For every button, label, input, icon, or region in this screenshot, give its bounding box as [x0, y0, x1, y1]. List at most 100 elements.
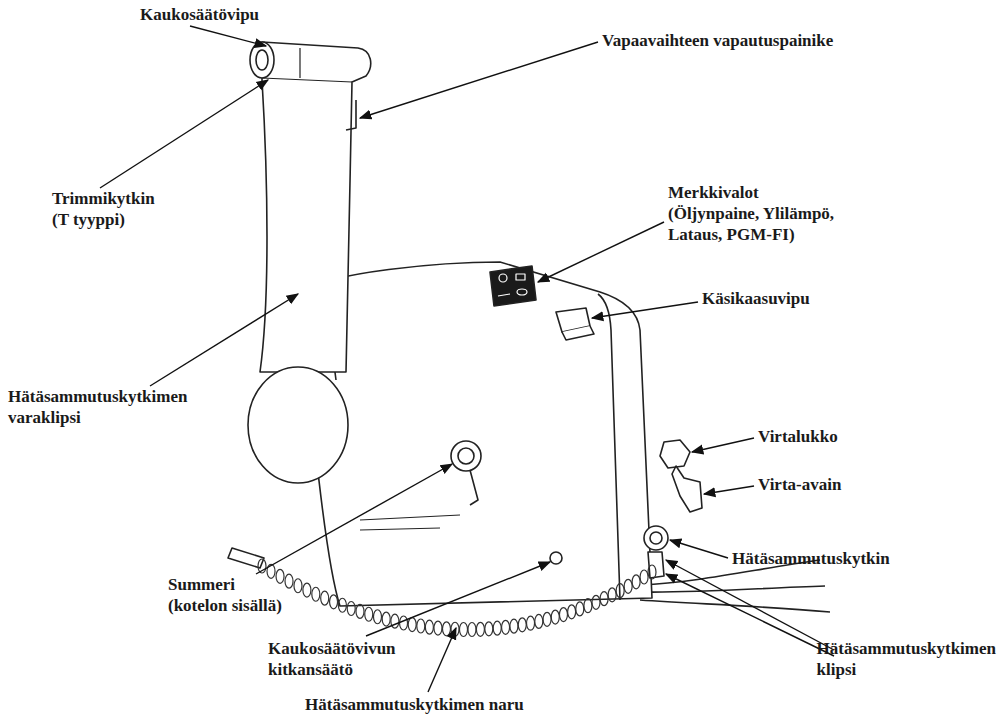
part-label: Vapaavaihteen vapautuspainike — [602, 30, 833, 51]
leader-line — [150, 294, 298, 386]
cord-coil — [408, 618, 416, 632]
cord-coil — [468, 623, 476, 637]
cord-coil — [425, 620, 433, 634]
cord-coil — [312, 587, 320, 601]
cord-coil — [592, 595, 600, 609]
cord-coil — [338, 598, 346, 612]
cord-coil — [382, 612, 390, 626]
label-line: Kaukosäätövipu — [140, 4, 259, 25]
cord-coil — [624, 579, 632, 593]
cord-coil — [434, 621, 442, 635]
main-switch — [660, 440, 690, 468]
fast-idle-lever — [562, 326, 594, 340]
cord-coil — [321, 591, 329, 605]
housing-detail — [360, 515, 460, 530]
leader-line — [428, 628, 456, 692]
stop-clip — [648, 552, 664, 578]
lever — [260, 42, 371, 372]
cord-coil — [303, 583, 311, 597]
cord-coil — [600, 592, 608, 606]
label-line: (Öljynpaine, Ylilämpö, — [668, 203, 834, 224]
leader-line — [360, 42, 598, 118]
label-line: Kaukosäätövivun — [268, 638, 396, 659]
friction-adjuster — [550, 552, 562, 564]
label-line: varaklipsi — [8, 407, 187, 428]
label-line: Hätäsammutuskytkimen naru — [305, 694, 524, 715]
cord-coil — [460, 623, 468, 637]
cord-coil — [640, 570, 648, 584]
cord-coil — [365, 607, 373, 621]
buzzer — [458, 448, 474, 464]
label-line: Hätäsammutuskytkimen — [817, 638, 996, 659]
cord-coil — [518, 618, 526, 632]
cord-coil — [493, 621, 501, 635]
part-label: Summeri (kotelon sisällä) — [168, 574, 282, 616]
leader-line — [666, 574, 834, 656]
part-label: Virta-avain — [758, 474, 841, 495]
leader-line — [366, 562, 550, 636]
cord-coil — [632, 575, 640, 589]
leader-line — [190, 26, 266, 46]
trim-switch — [250, 42, 274, 78]
buzzer-detail — [470, 470, 478, 505]
part-label: Merkkivalot (Öljynpaine, Ylilämpö, Latau… — [668, 182, 834, 245]
cord-coil — [535, 614, 543, 628]
cord-coil — [568, 605, 576, 619]
ignition-key — [672, 466, 702, 512]
lever-hub — [248, 367, 348, 483]
cord-coil — [330, 595, 338, 609]
label-line: Virtalukko — [758, 426, 838, 447]
cord-coil — [400, 616, 408, 630]
cord-coil — [485, 622, 493, 636]
cord-coil — [559, 608, 567, 622]
part-label: Virtalukko — [758, 426, 838, 447]
cord-coil — [417, 619, 425, 633]
buzzer — [451, 441, 481, 471]
neutral-button — [346, 100, 356, 130]
cord-coil — [584, 599, 592, 613]
leader-line — [538, 222, 664, 282]
label-line: Trimmikytkin — [52, 188, 155, 209]
cord-coil — [356, 604, 364, 618]
stop-switch — [644, 526, 668, 550]
indicator-icon — [498, 294, 510, 296]
part-label: Hätäsammutuskytkimen varaklipsi — [8, 386, 187, 428]
trim-switch — [256, 50, 268, 70]
indicator-icon — [499, 274, 507, 282]
leader-line — [704, 486, 754, 494]
label-line: Hätäsammutuskytkimen — [8, 386, 187, 407]
housing-edge — [598, 294, 620, 600]
label-line: Käsikaasuvipu — [702, 288, 810, 309]
cord-coil — [276, 569, 284, 583]
control-housing — [300, 262, 652, 606]
cord-coil — [551, 610, 559, 624]
part-label: Kaukosäätövivun kitkansäätö — [268, 638, 396, 680]
leader-line — [592, 302, 698, 318]
part-label: Käsikaasuvipu — [702, 288, 810, 309]
label-line: kitkansäätö — [268, 659, 396, 680]
cord-coil — [442, 622, 450, 636]
cord-coil — [527, 616, 535, 630]
cord-coil — [543, 612, 551, 626]
cord-coil — [608, 588, 616, 602]
cord-coil — [648, 565, 656, 579]
label-line: (T tyyppi) — [52, 209, 155, 230]
cord-coil — [510, 619, 518, 633]
indicator-icon — [516, 274, 525, 280]
cord-coil — [294, 579, 302, 593]
label-line: Lataus, PGM-FI) — [668, 224, 834, 245]
label-line: Vapaavaihteen vapautuspainike — [602, 30, 833, 51]
label-line: klipsi — [817, 659, 996, 680]
cord-coil — [373, 610, 381, 624]
indicator-icon — [517, 289, 527, 295]
part-label: Kaukosäätövipu — [140, 4, 259, 25]
cable — [640, 600, 830, 612]
label-line: (kotelon sisällä) — [168, 595, 282, 616]
leader-line — [256, 464, 452, 574]
cord-coil — [285, 574, 293, 588]
indicator-panel — [490, 266, 536, 306]
cord-coil — [616, 584, 624, 598]
cord-coil — [347, 601, 355, 615]
